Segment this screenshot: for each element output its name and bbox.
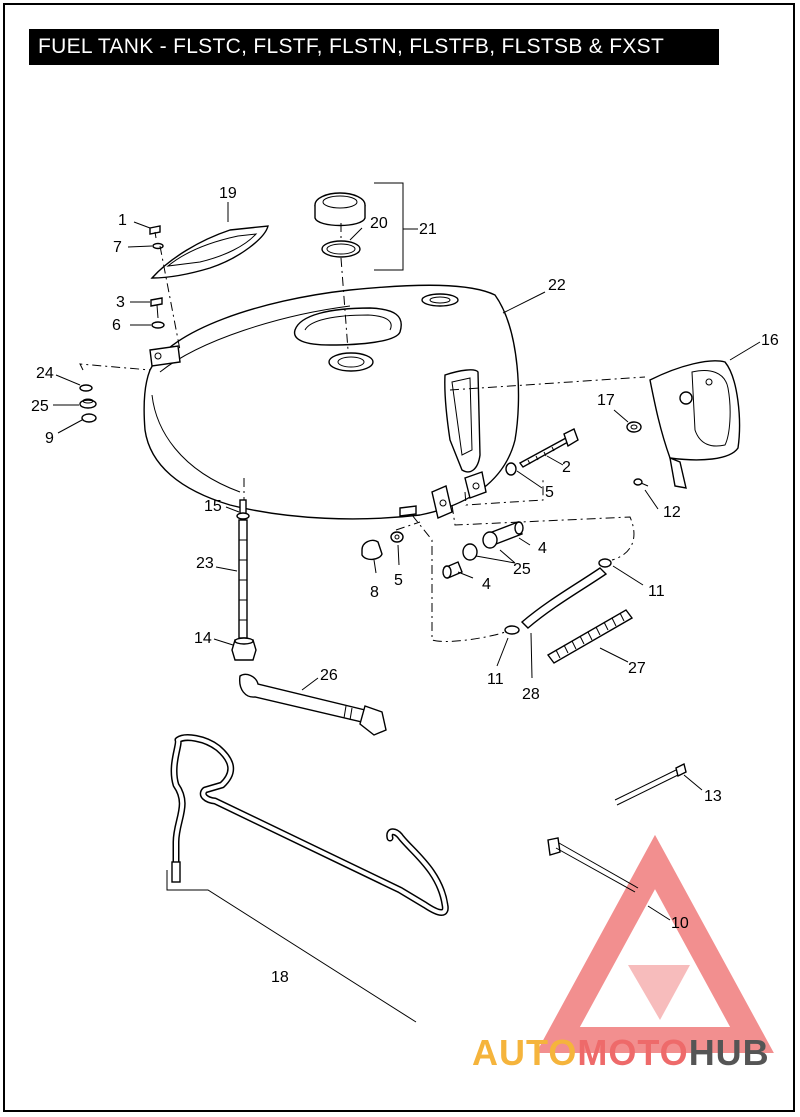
callout-16: 16: [761, 332, 779, 349]
callout-22: 22: [548, 277, 566, 294]
callout-15: 15: [204, 498, 222, 515]
strap-10[interactable]: [547, 837, 639, 893]
washer-5a[interactable]: [505, 462, 517, 476]
callout-24: 24: [36, 365, 54, 382]
callout-26: 26: [320, 667, 338, 684]
callout-25b: 25: [513, 561, 531, 578]
cable-tie-13[interactable]: [614, 762, 687, 806]
fuel-cap[interactable]: [314, 192, 366, 227]
callout-5b: 5: [394, 572, 403, 589]
grommet-25[interactable]: [79, 398, 97, 409]
callout-2: 2: [562, 459, 571, 476]
washer-24[interactable]: [79, 384, 93, 392]
assembly-lines: [79, 223, 646, 642]
callout-11a: 11: [648, 583, 665, 600]
petcock-15[interactable]: [236, 499, 250, 520]
spacer-4b[interactable]: [442, 561, 463, 579]
callout-1: 1: [118, 212, 127, 229]
trim-plate[interactable]: [150, 225, 269, 279]
fuel-hose-28[interactable]: [520, 567, 608, 629]
callout-3: 3: [116, 294, 125, 311]
callout-11b: 11: [487, 671, 504, 688]
diagram-title: FUEL TANK - FLSTC, FLSTF, FLSTN, FLSTFB,…: [29, 29, 719, 65]
callout-28: 28: [522, 686, 540, 703]
screw-3[interactable]: [150, 297, 163, 319]
callout-14: 14: [194, 630, 212, 647]
spring-27[interactable]: [546, 609, 634, 664]
grommet-25b[interactable]: [462, 531, 498, 561]
bolt-2[interactable]: [518, 428, 579, 468]
hose-clamp-11a[interactable]: [598, 558, 612, 568]
callout-17: 17: [597, 392, 615, 409]
callout-8: 8: [370, 584, 379, 601]
callout-13: 13: [704, 788, 722, 805]
callout-4a: 4: [538, 540, 547, 557]
screw-12[interactable]: [633, 478, 649, 487]
callout-labels: 1 2 3 4 4 5 5 6 7 8 9 10 11 11 12 13 14 …: [31, 185, 779, 986]
watermark-moto: MOTO: [577, 1032, 689, 1073]
nut-9[interactable]: [81, 413, 97, 423]
callout-27: 27: [628, 660, 646, 677]
callout-19: 19: [219, 185, 237, 202]
callout-10: 10: [671, 915, 689, 932]
fuel-tank[interactable]: [143, 284, 520, 520]
leader-lines: [53, 182, 761, 1023]
callout-9: 9: [45, 430, 54, 447]
washer-6[interactable]: [151, 321, 165, 329]
watermark-logo: [536, 834, 774, 1053]
acorn-nut-8[interactable]: [361, 539, 383, 561]
watermark-auto: AUTO: [472, 1032, 578, 1073]
hose-clamp-11b[interactable]: [504, 625, 520, 635]
callout-7: 7: [113, 239, 122, 256]
washer-7[interactable]: [152, 242, 164, 250]
callout-18: 18: [271, 969, 289, 986]
callout-23: 23: [196, 555, 214, 572]
side-cover[interactable]: [649, 360, 741, 489]
washer-5b[interactable]: [390, 531, 404, 543]
watermark-hub: HUB: [688, 1032, 770, 1073]
petcock-nut-14[interactable]: [231, 637, 257, 661]
callout-12: 12: [663, 504, 681, 521]
crossover-tube-18[interactable]: [170, 734, 449, 916]
callout-6: 6: [112, 317, 121, 334]
washer-17[interactable]: [626, 421, 642, 433]
callout-21: 21: [419, 221, 437, 238]
screw-1[interactable]: [149, 225, 161, 239]
strainer-23[interactable]: [238, 519, 248, 639]
callout-5a: 5: [545, 484, 554, 501]
cap-gasket[interactable]: [321, 240, 361, 258]
callout-4b: 4: [482, 576, 491, 593]
watermark-text: AUTOMOTOHUB: [472, 1032, 770, 1074]
callout-25a: 25: [31, 398, 49, 415]
fuel-line-26[interactable]: [239, 673, 387, 736]
callout-20: 20: [370, 215, 388, 232]
